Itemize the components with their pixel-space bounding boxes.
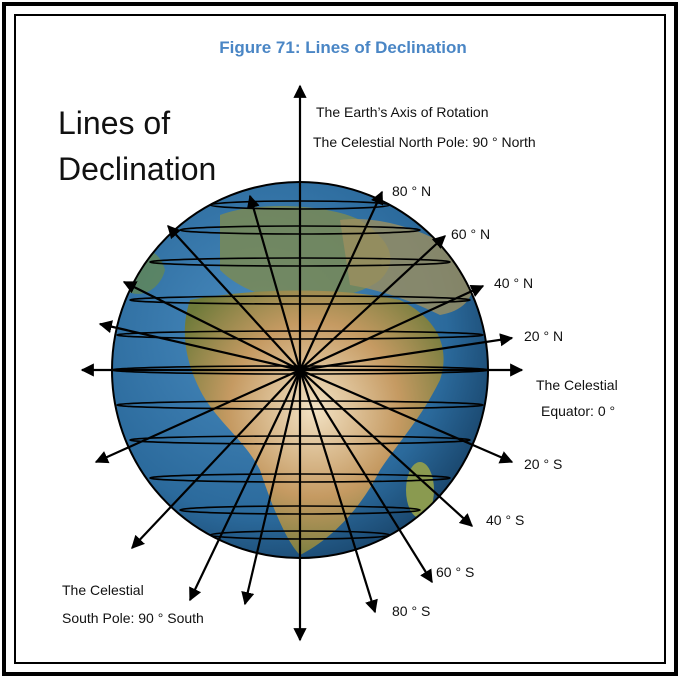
declination-arrows <box>80 84 524 642</box>
arrow-60s-west <box>189 369 301 602</box>
south-pole-label-line-1: The Celestial <box>62 582 144 598</box>
diagram-title: Lines of Declination <box>58 100 216 192</box>
label-20s: 20 ° S <box>524 456 563 472</box>
title-line-1: Lines of <box>58 105 171 141</box>
inner-frame <box>14 14 666 664</box>
axis-label-line-2: The Celestial North Pole: 90 ° North <box>313 134 536 150</box>
label-40s: 40 ° S <box>486 512 525 528</box>
arrow-80s <box>298 369 378 614</box>
title-line-2: Declination <box>58 151 217 187</box>
label-80s: 80 ° S <box>392 603 431 619</box>
label-80n: 80 ° N <box>392 183 432 199</box>
south-pole-label-line-2: South Pole: 90 ° South <box>62 610 204 626</box>
arrow-80n <box>299 190 384 371</box>
globe-center <box>296 366 304 374</box>
arrow-20n-west <box>98 320 301 372</box>
figure-caption: Figure 71: Lines of Declination <box>219 38 467 57</box>
axis-label-line-1: The Earth’s Axis of Rotation <box>316 104 489 120</box>
arrow-80n-west <box>246 194 302 371</box>
equator-label-line-1: The Celestial <box>536 377 618 393</box>
arrow-20s-west <box>94 368 301 464</box>
arrow-80s-west <box>241 369 302 606</box>
label-60n: 60 ° N <box>451 226 491 242</box>
label-60s: 60 ° S <box>436 564 475 580</box>
label-40n: 40 ° N <box>494 275 534 291</box>
arrow-20s <box>299 368 514 464</box>
equator-label-line-2: Equator: 0 ° <box>541 403 616 419</box>
arrow-40s-west <box>131 369 301 549</box>
arrow-20n <box>299 333 514 372</box>
outer-frame <box>2 2 678 676</box>
arrow-60n-west <box>167 225 301 371</box>
arrow-60s <box>299 369 433 584</box>
arrow-40n-west <box>122 281 301 371</box>
label-20n: 20 ° N <box>524 328 564 344</box>
arrow-40n <box>299 284 485 371</box>
arrow-40s <box>299 369 473 527</box>
arrow-60n <box>299 235 446 371</box>
